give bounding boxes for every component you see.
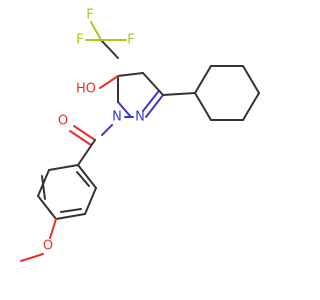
atom-f3: F <box>76 33 83 48</box>
carbonyl-group: O <box>58 114 113 166</box>
bond-c5-oh <box>99 75 119 89</box>
hydroxyl-group: HO <box>76 75 119 97</box>
bond-co-double <box>69 130 92 146</box>
pyrazoline-ring: N N <box>112 72 164 125</box>
bond-n1-c5 <box>117 101 132 118</box>
bond-n1-carbonyl <box>101 124 113 136</box>
bond-ar-4-double <box>60 208 82 213</box>
bond-o-ch3 <box>20 253 44 262</box>
trifluoromethyl-group: F F F <box>76 8 135 59</box>
atom-n1: N <box>112 110 122 125</box>
bond-c4-c3 <box>142 72 164 96</box>
bond-ar-3 <box>37 195 57 220</box>
molecule-structure: F F F N N HO O <box>20 8 260 262</box>
bond-carbonyl-ring <box>77 139 96 166</box>
bond-cf3-c5 <box>100 39 119 59</box>
bond-c5-c4 <box>117 72 144 77</box>
bond-ar-1 <box>48 164 79 171</box>
atom-n2: N <box>135 110 145 125</box>
benzene-ring <box>37 164 97 220</box>
atom-methoxy-o: O <box>43 239 53 254</box>
bond-ar-5 <box>84 187 97 215</box>
atom-carbonyl-o: O <box>58 114 68 129</box>
bond-cy-1 <box>194 65 212 94</box>
atom-f2: F <box>127 33 134 48</box>
bond-ar-6-double <box>76 171 90 187</box>
methoxy-group: O <box>20 218 57 262</box>
bond-ar-6 <box>77 164 97 189</box>
bond-c3-cy <box>162 92 196 96</box>
bond-co <box>73 125 96 141</box>
bond-cy-6 <box>194 92 212 121</box>
atom-f1: F <box>86 8 93 23</box>
bond-cy-3 <box>242 65 260 94</box>
bond-ar-o <box>49 218 57 239</box>
bond-ar-2-double <box>41 175 46 200</box>
atom-hydroxyl: HO <box>76 82 96 97</box>
bond-c-f1 <box>90 21 102 41</box>
bond-cy-4 <box>242 92 260 121</box>
bond-c3-n2 <box>145 94 164 118</box>
cyclohexyl-ring <box>162 65 260 121</box>
bond-c3-n2-double <box>142 91 159 112</box>
bond-ar-4 <box>55 213 86 220</box>
